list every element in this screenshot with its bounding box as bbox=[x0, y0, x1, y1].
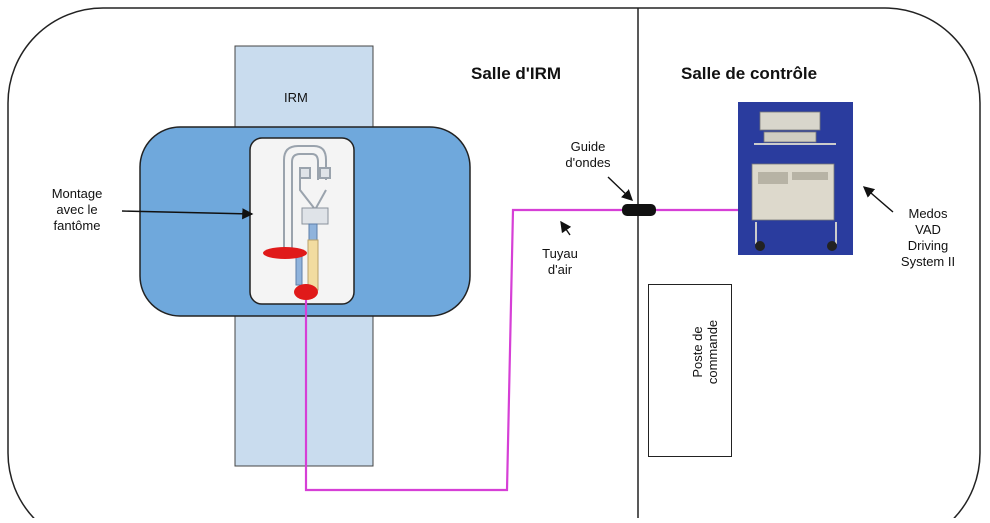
montage-label: Montage avec le fantôme bbox=[22, 186, 132, 234]
poste-line-1: Poste de bbox=[690, 326, 705, 378]
guide-line-1: Guide bbox=[570, 139, 606, 154]
poste-line-2: commande bbox=[705, 319, 720, 385]
arrow-medos bbox=[862, 186, 894, 213]
arrow-guide bbox=[607, 176, 634, 201]
control-room-title: Salle de contrôle bbox=[681, 64, 818, 83]
red-pump-bottom bbox=[294, 284, 318, 300]
phantom-tubing bbox=[283, 145, 331, 252]
medos-label: Medos VAD Driving System II bbox=[888, 206, 968, 270]
waveguide bbox=[622, 204, 656, 216]
medos-line-3: Driving bbox=[907, 238, 949, 253]
medos-line-4: System II bbox=[900, 254, 956, 269]
air-tube-label: Tuyau d'air bbox=[525, 246, 595, 278]
arrow-montage bbox=[121, 208, 254, 220]
arrow-tuyau bbox=[560, 220, 572, 236]
tuyau-line-2: d'air bbox=[547, 262, 573, 277]
montage-line-2: avec le bbox=[56, 202, 98, 217]
phantom-chamber bbox=[301, 207, 329, 225]
medos-line-2: VAD bbox=[915, 222, 941, 237]
red-pump-left bbox=[263, 247, 307, 259]
irm-label: IRM bbox=[284, 90, 308, 105]
control-station-box bbox=[648, 284, 732, 457]
control-station-label: Poste de commande bbox=[690, 292, 720, 412]
yellow-tube bbox=[307, 239, 319, 291]
montage-line-3: fantôme bbox=[53, 218, 101, 233]
tuyau-line-1: Tuyau bbox=[542, 246, 578, 261]
mri-room-title: Salle d'IRM bbox=[471, 64, 562, 83]
blue-tube bbox=[308, 223, 318, 243]
guide-line-2: d'ondes bbox=[565, 155, 611, 170]
waveguide-label: Guide d'ondes bbox=[548, 139, 628, 171]
medos-line-1: Medos bbox=[908, 206, 948, 221]
montage-line-1: Montage bbox=[51, 186, 103, 201]
air-tube bbox=[304, 208, 749, 492]
medos-console-image bbox=[738, 102, 853, 255]
